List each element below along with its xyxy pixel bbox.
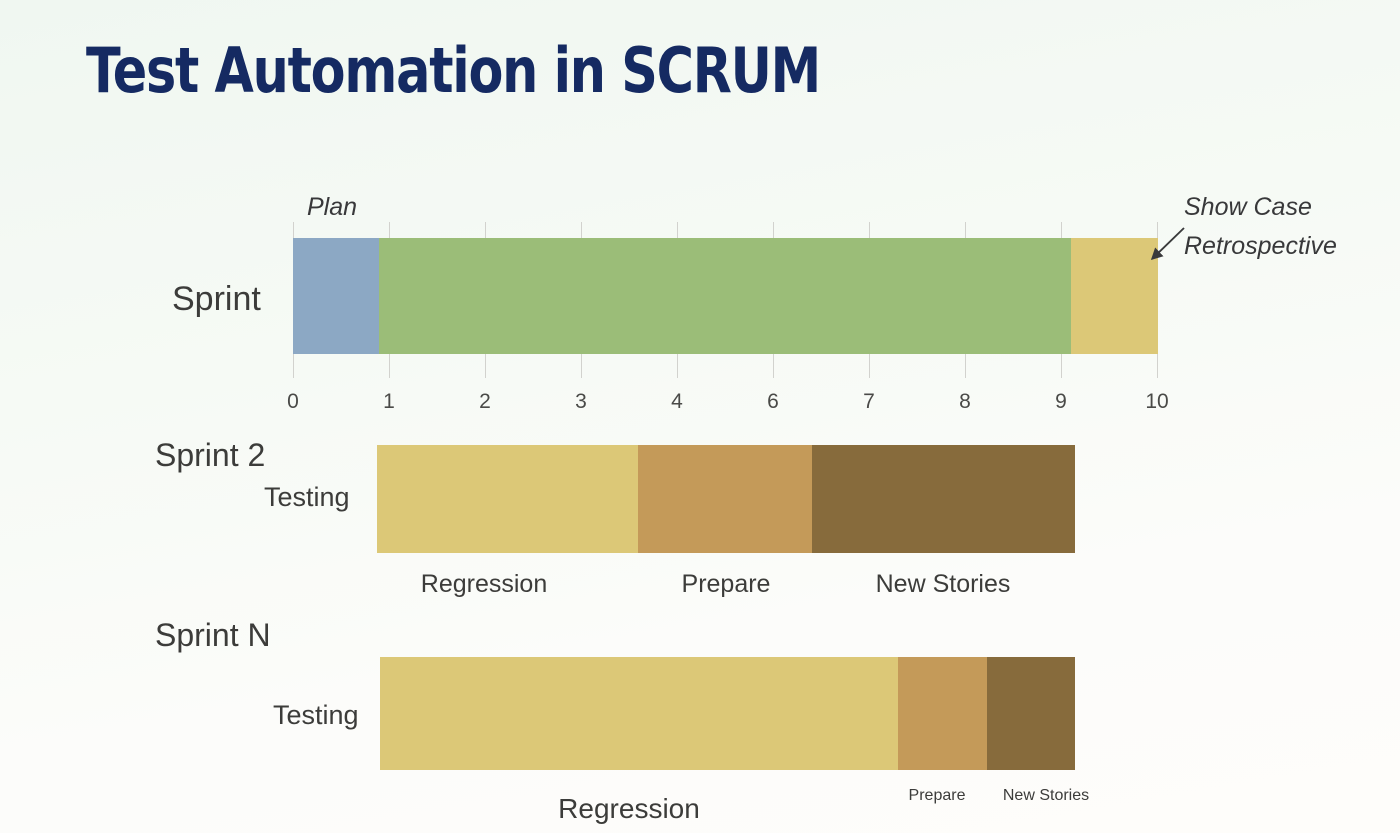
sprint2-label-prepare: Prepare [681,570,771,598]
page-title: Test Automation in SCRUM [86,34,821,107]
sprint2-segment-prepare [638,445,812,553]
sprint2-segment-new-stories [812,445,1075,553]
tick-label-9: 10 [1145,390,1169,413]
tick-label-6: 7 [863,390,875,413]
tick-label-3: 3 [575,390,587,413]
sprint2-label-new-stories: New Stories [875,570,1011,598]
sprint-chart: Sprint Plan Show Case Retrospective 0 1 … [172,193,1337,413]
callout-show-case: Show Case [1184,193,1312,221]
callout-retrospective: Retrospective [1184,232,1337,260]
sprintN-label-regression: Regression [558,793,700,824]
callout-plan: Plan [307,193,358,221]
sprint-stacked-bar [293,238,1158,354]
sprint-segment-showcase-retrospective [1071,238,1158,354]
tick-label-8: 9 [1055,390,1067,413]
tick-label-1: 1 [383,390,395,413]
tick-label-4: 4 [671,390,683,413]
sprintN-stacked-bar [380,657,1075,770]
sprintN-title: Sprint N [155,617,271,653]
sprintN-segment-prepare [898,657,987,770]
tick-label-0: 0 [287,390,299,413]
sprint2-label-regression: Regression [420,570,548,598]
sprintN-sub-label: Testing [273,700,359,730]
sprint2-sub-label: Testing [264,482,350,512]
sprintN-label-prepare: Prepare [908,787,966,804]
sprintN-label-new-stories: New Stories [1002,787,1090,804]
sprint2-stacked-bar [377,445,1075,553]
tick-label-2: 2 [479,390,491,413]
sprintN-segment-regression [380,657,898,770]
sprint-row-label: Sprint [172,280,261,318]
tick-label-5: 6 [767,390,779,413]
sprint-segment-plan [293,238,379,354]
annotation-arrow-icon [1150,227,1185,261]
sprintN-segment-new-stories [987,657,1075,770]
tick-label-7: 8 [959,390,971,413]
sprint2-title: Sprint 2 [155,437,266,473]
sprint2-segment-regression [377,445,638,553]
sprint-segment-work [379,238,1071,354]
